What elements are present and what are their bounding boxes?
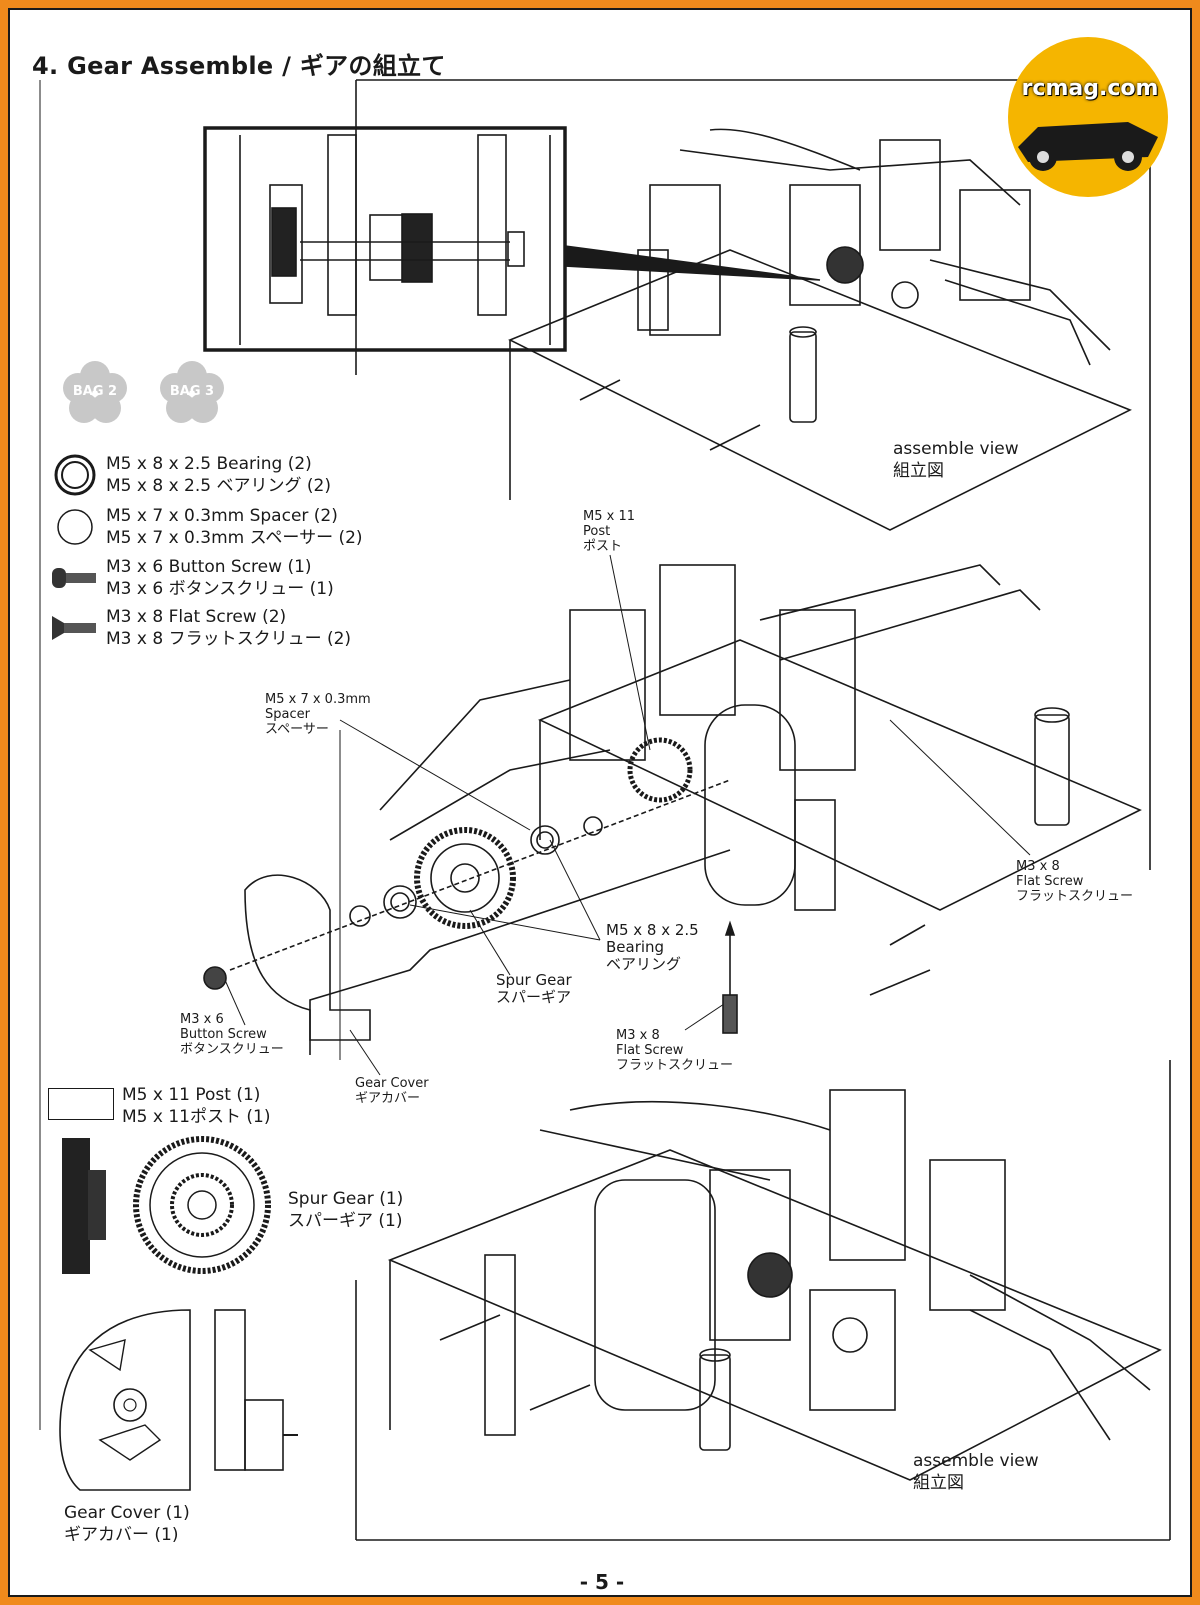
part-name-en: M3 x 8 Flat Screw (2) — [106, 607, 287, 627]
part-name-jp: ギアカバー (1) — [64, 1525, 179, 1545]
part-name-en: M5 x 11 Post (1) — [122, 1085, 261, 1105]
part-row-flat-screw: M3 x 8 Flat Screw (2) M3 x 8 フラットスクリュー (… — [50, 603, 351, 653]
part-name-en: M3 x 6 Button Screw (1) — [106, 557, 312, 577]
manual-page: 4. Gear Assemble / ギアの組立て rcmag.com BAG … — [8, 8, 1192, 1597]
part-row-bearing: M5 x 8 x 2.5 Bearing (2) M5 x 8 x 2.5 ベア… — [50, 450, 331, 500]
part-name-en: M5 x 7 x 0.3mm Spacer (2) — [106, 506, 338, 526]
callout-line: M5 x 7 x 0.3mm — [265, 692, 371, 707]
part-name-jp: M3 x 6 ボタンスクリュー (1) — [106, 579, 334, 599]
part-name-jp: M5 x 8 x 2.5 ベアリング (2) — [106, 476, 331, 496]
assemble-view-label-top: assemble view 組立図 — [893, 438, 1019, 482]
part-name-jp: M3 x 8 フラットスクリュー (2) — [106, 629, 352, 649]
bag-3-badge: BAG 3 — [157, 358, 227, 428]
assemble-view-label-bottom: assemble view 組立図 — [913, 1450, 1039, 1494]
callout-line: M3 x 6 — [180, 1012, 224, 1027]
bag-2-label: BAG 2 — [72, 384, 118, 399]
callout-line: ポスト — [583, 539, 623, 554]
part-name-en: Gear Cover (1) — [64, 1503, 190, 1523]
bag-3-label: BAG 3 — [169, 384, 215, 399]
part-row-spacer: M5 x 7 x 0.3mm Spacer (2) M5 x 7 x 0.3mm… — [50, 502, 363, 552]
callout-line: Gear Cover — [355, 1076, 429, 1091]
flat-screw-icon — [50, 603, 100, 653]
callout-line: ギアカバー — [355, 1091, 421, 1106]
callout-line: Flat Screw — [616, 1043, 684, 1058]
callout-line: M5 x 8 x 2.5 — [606, 921, 699, 939]
callout-line: Spacer — [265, 707, 310, 722]
logo-badge-icon — [1008, 37, 1168, 197]
callout-line: Flat Screw — [1016, 874, 1084, 889]
spur-gear-icon — [62, 1136, 271, 1274]
gear-cover-part-text: Gear Cover (1) ギアカバー (1) — [64, 1502, 190, 1546]
callout-line: フラットスクリュー — [616, 1058, 734, 1073]
callout-line: Spur Gear — [496, 971, 572, 989]
spacer-icon — [50, 502, 100, 552]
callout-line: M3 x 8 — [1016, 859, 1060, 874]
assemble-view-en: assemble view — [913, 1451, 1039, 1471]
part-name-jp: M5 x 7 x 0.3mm スペーサー (2) — [106, 528, 363, 548]
page-title: 4. Gear Assemble / ギアの組立て — [32, 52, 446, 80]
part-name-jp: M5 x 11ポスト (1) — [122, 1107, 271, 1127]
callout-line: スペーサー — [265, 722, 329, 737]
callout-button-screw: M3 x 6 Button Screw ボタンスクリュー — [180, 1012, 284, 1057]
callout-line: ベアリング — [606, 955, 682, 973]
logo-text: rcmag.com — [1021, 76, 1159, 101]
part-name-jp: スパーギア (1) — [288, 1211, 403, 1231]
post-part-icon — [48, 1088, 114, 1120]
callout-line: フラットスクリュー — [1016, 889, 1134, 904]
part-name-en: M5 x 8 x 2.5 Bearing (2) — [106, 454, 312, 474]
callout-line: Button Screw — [180, 1027, 267, 1042]
part-name-en: Spur Gear (1) — [288, 1189, 404, 1209]
assemble-view-jp: 組立図 — [913, 1473, 964, 1493]
callout-flat-screw-bottom: M3 x 8 Flat Screw フラットスクリュー — [616, 1028, 733, 1073]
bearing-icon — [50, 450, 100, 500]
assemble-view-en: assemble view — [893, 439, 1019, 459]
assemble-view-jp: 組立図 — [893, 461, 944, 481]
callout-spacer: M5 x 7 x 0.3mm Spacer スペーサー — [265, 692, 371, 737]
callout-line: M5 x 11 — [583, 509, 635, 524]
callout-line: ボタンスクリュー — [180, 1042, 284, 1057]
post-part-text: M5 x 11 Post (1) M5 x 11ポスト (1) — [122, 1084, 270, 1128]
callout-bearing: M5 x 8 x 2.5 Bearing ベアリング — [606, 922, 699, 973]
callout-line: Post — [583, 524, 611, 539]
button-screw-icon — [50, 553, 100, 603]
gear-cover-icon — [59, 1309, 298, 1491]
callout-spur-gear: Spur Gear スパーギア — [496, 972, 572, 1006]
spur-part-text: Spur Gear (1) スパーギア (1) — [288, 1188, 403, 1232]
callout-gear-cover: Gear Cover ギアカバー — [355, 1076, 429, 1106]
callout-line: スパーギア — [496, 988, 572, 1006]
assembly-drawings — [39, 79, 1171, 1541]
bag-2-badge: BAG 2 — [60, 358, 130, 428]
callout-line: Bearing — [606, 938, 665, 956]
callout-flat-screw-right: M3 x 8 Flat Screw フラットスクリュー — [1016, 859, 1133, 904]
rcmag-logo: rcmag.com — [998, 32, 1178, 202]
flower-badge-icon — [63, 361, 127, 423]
callout-line: M3 x 8 — [616, 1028, 660, 1043]
page-number: - 5 - — [579, 1570, 625, 1594]
part-row-button-screw: M3 x 6 Button Screw (1) M3 x 6 ボタンスクリュー … — [50, 553, 334, 603]
flower-badge-icon — [160, 361, 224, 423]
callout-post: M5 x 11 Post ポスト — [583, 509, 635, 554]
